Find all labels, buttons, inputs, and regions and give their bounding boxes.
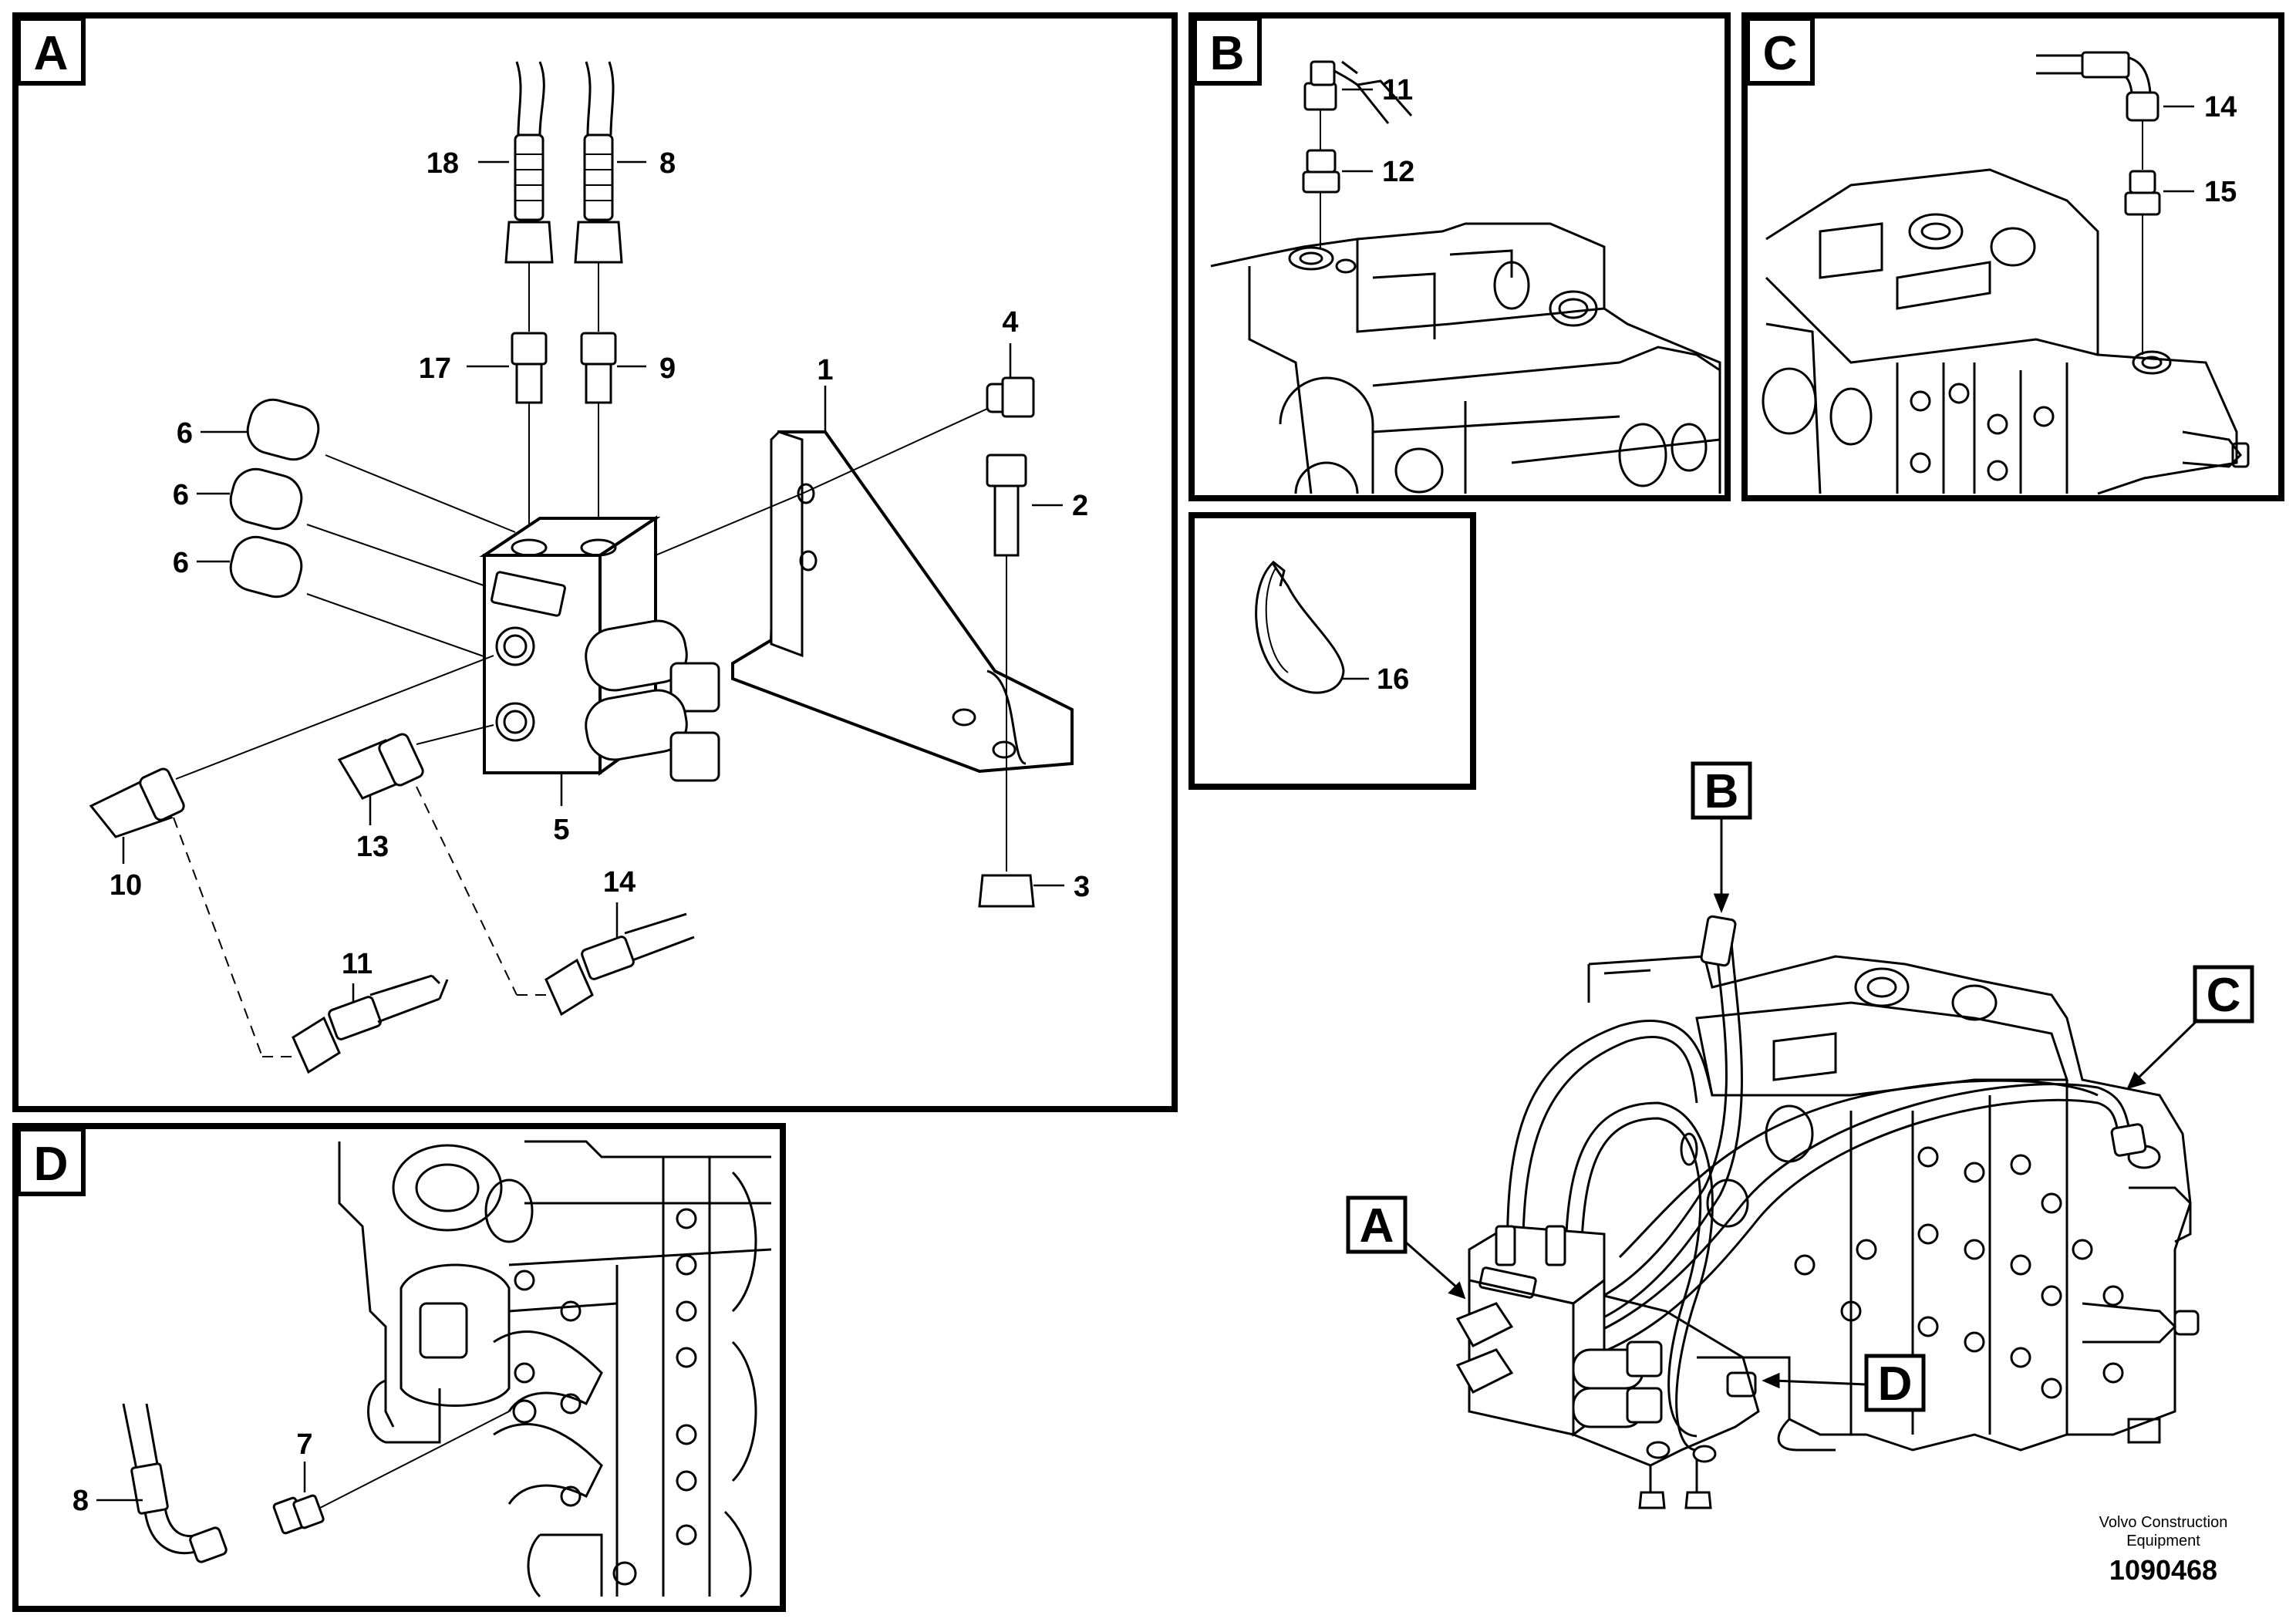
brand-line-2: Equipment	[2126, 1533, 2200, 1549]
callout-6-bottom: 6	[173, 547, 189, 579]
callout-3: 3	[1074, 871, 1090, 903]
callout-b-11: 11	[1382, 74, 1413, 106]
callout-b-12: 12	[1382, 156, 1414, 188]
panel-b: B	[1188, 12, 1731, 501]
callout-d-8: 8	[72, 1485, 89, 1517]
document-number: 1090468	[2109, 1554, 2217, 1586]
callout-11: 11	[342, 948, 373, 980]
callout-16: 16	[1377, 663, 1409, 696]
overview-callout-a: A	[1360, 1199, 1394, 1253]
callout-10: 10	[110, 869, 142, 902]
callout-1: 1	[817, 354, 833, 386]
callout-17: 17	[419, 352, 451, 385]
callout-14: 14	[603, 866, 636, 899]
callout-c-15: 15	[2204, 176, 2237, 208]
callout-6-middle: 6	[173, 479, 189, 511]
overview-callout-b: B	[1704, 765, 1739, 818]
brand-line-1: Volvo Construction	[2099, 1514, 2228, 1531]
callout-9: 9	[659, 352, 676, 385]
panel-a: A	[12, 12, 1178, 1112]
overview-callout-d: D	[1878, 1357, 1913, 1411]
callout-6-top: 6	[177, 417, 193, 450]
callout-2: 2	[1072, 490, 1088, 522]
callout-8: 8	[659, 147, 676, 180]
overview-drawing	[1346, 761, 2254, 1509]
panel-cable-tie	[1188, 512, 1476, 790]
callout-18: 18	[426, 147, 459, 180]
callout-d-7: 7	[296, 1428, 312, 1461]
panel-a-letter: A	[34, 27, 69, 80]
callout-4: 4	[1002, 306, 1018, 339]
panel-c-letter: C	[1763, 27, 1798, 80]
panel-d: D	[12, 1123, 786, 1612]
callout-c-14: 14	[2204, 91, 2237, 123]
panel-b-letter: B	[1210, 27, 1245, 80]
panel-d-letter: D	[34, 1138, 69, 1191]
overview-callout-c: C	[2207, 969, 2241, 1022]
panel-c: C	[1741, 12, 2284, 501]
callout-5: 5	[553, 814, 569, 846]
callout-13: 13	[356, 831, 389, 863]
